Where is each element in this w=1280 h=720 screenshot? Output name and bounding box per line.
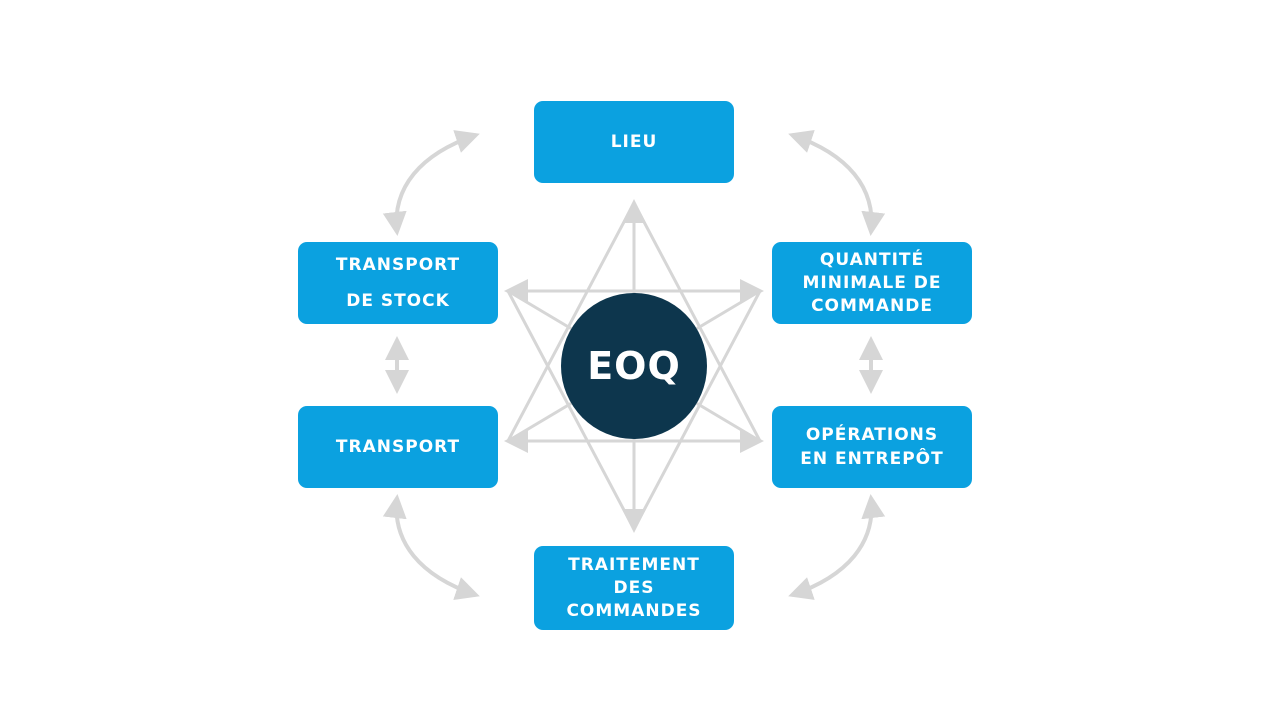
node-quantite-minimale-de-commande: QUANTITÉ MINIMALE DE COMMANDE <box>772 242 972 324</box>
node-transport-de-stock: TRANSPORT DE STOCK <box>298 242 498 324</box>
eoq-center-circle: EOQ <box>561 293 707 439</box>
curved-arrow-top-right <box>788 130 886 236</box>
node-operations-en-entrepot: OPÉRATIONS EN ENTREPÔT <box>772 406 972 488</box>
curved-arrow-bottom-right <box>788 494 886 600</box>
side-vertical-double-arrows <box>385 336 883 394</box>
node-traitement-des-commandes: TRAITEMENT DES COMMANDES <box>534 546 734 630</box>
curved-arrow-top-left <box>382 130 480 236</box>
star-triangle-edges <box>506 202 762 530</box>
node-transport: TRANSPORT <box>298 406 498 488</box>
hexagram-star-lines <box>504 199 764 533</box>
curved-arrow-bottom-left <box>382 494 480 600</box>
corner-curved-arrows <box>382 130 886 600</box>
node-lieu: LIEU <box>534 101 734 183</box>
